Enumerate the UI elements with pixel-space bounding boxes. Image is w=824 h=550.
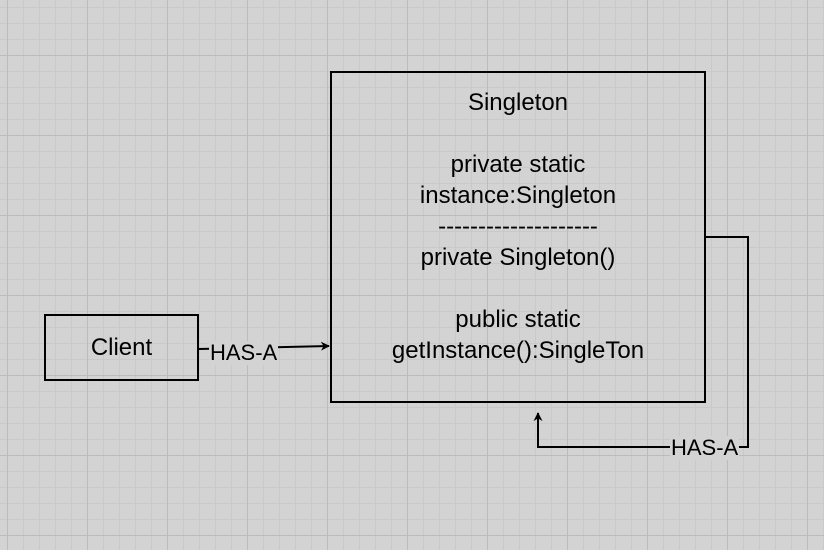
client-edge-label: HAS-A xyxy=(209,340,279,365)
singleton-node[interactable]: Singleton private static instance:Single… xyxy=(330,71,706,403)
spacer xyxy=(332,273,704,304)
singleton-separator: -------------------- xyxy=(438,213,598,240)
singleton-method-line-2: getInstance():SingleTon xyxy=(391,337,645,364)
self-edge-label: HAS-A xyxy=(670,435,740,460)
singleton-field-line-1: private static xyxy=(450,151,586,178)
singleton-constructor: private Singleton() xyxy=(420,244,616,271)
singleton-method-line-1: public static xyxy=(455,306,581,333)
singleton-title: Singleton xyxy=(467,89,569,116)
spacer xyxy=(332,118,704,149)
client-label: Client xyxy=(90,333,153,361)
singleton-field-line-2: instance:Singleton xyxy=(419,182,617,209)
singleton-self-arrow[interactable] xyxy=(533,236,749,448)
client-node[interactable]: Client xyxy=(44,314,199,381)
